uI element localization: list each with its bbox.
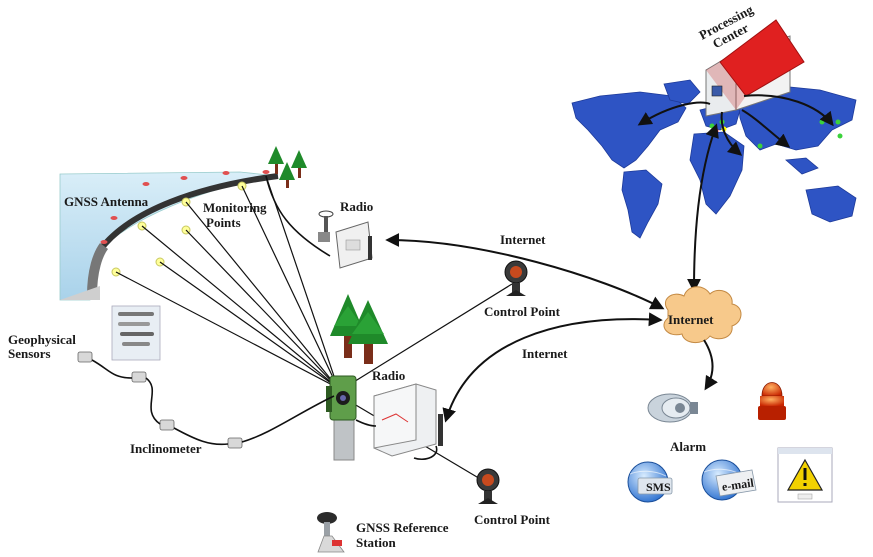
- radio-top-label: Radio: [340, 199, 373, 214]
- gnss-receiver-icon: [317, 512, 345, 553]
- map-arrows: [637, 94, 834, 156]
- warning-icon: [777, 447, 833, 503]
- control-point-top-label: Control Point: [484, 304, 561, 319]
- radio-mid-label: Radio: [372, 368, 405, 383]
- sms-label: SMS: [646, 480, 671, 494]
- internet-mid-label: Internet: [522, 346, 568, 361]
- sensor-photo: [111, 305, 161, 361]
- email-label: e-mail: [721, 475, 755, 493]
- siren-icon: [647, 393, 698, 423]
- gnss-reference-station-label: GNSS Reference Station: [356, 520, 452, 550]
- cloud-icon: [663, 286, 742, 343]
- tree-icon: [268, 146, 307, 188]
- radio-internet-arrow: [385, 233, 665, 310]
- monitoring-points-label: Monitoring Points: [203, 200, 270, 230]
- control-point-bottom-label: Control Point: [474, 512, 551, 527]
- cloud-station-arrow: [442, 312, 663, 423]
- geophysical-sensors-label: Geophysical Sensors: [8, 332, 79, 361]
- sensor-icon: [77, 351, 243, 449]
- globe-icon: [701, 459, 757, 501]
- processing-to-internet-arrow: [687, 123, 719, 293]
- internet-cloud-label: Internet: [668, 312, 714, 327]
- sensor-cables: [91, 359, 335, 446]
- internet-top-label: Internet: [500, 232, 546, 247]
- tree-icon: [330, 294, 388, 364]
- total-station-icon: [326, 375, 357, 461]
- prism-icon: [476, 468, 500, 504]
- beacon-icon: [758, 382, 786, 420]
- cabinet-icon: [355, 383, 443, 461]
- house-icon: [705, 19, 805, 117]
- gnss-antenna-label: GNSS Antenna: [64, 194, 149, 209]
- dam-reservoir: [59, 171, 279, 301]
- globe-icon: [627, 461, 673, 503]
- radio-cable: [265, 175, 331, 257]
- radio-antenna-icon: [318, 210, 373, 269]
- prism-icon: [504, 260, 528, 296]
- alarm-label: Alarm: [670, 439, 706, 454]
- sight-lines: [115, 175, 513, 481]
- inclinometer-label: Inclinometer: [130, 441, 202, 456]
- cloud-to-alarm-arrow: [703, 339, 718, 391]
- gnss-antennas: [100, 170, 270, 244]
